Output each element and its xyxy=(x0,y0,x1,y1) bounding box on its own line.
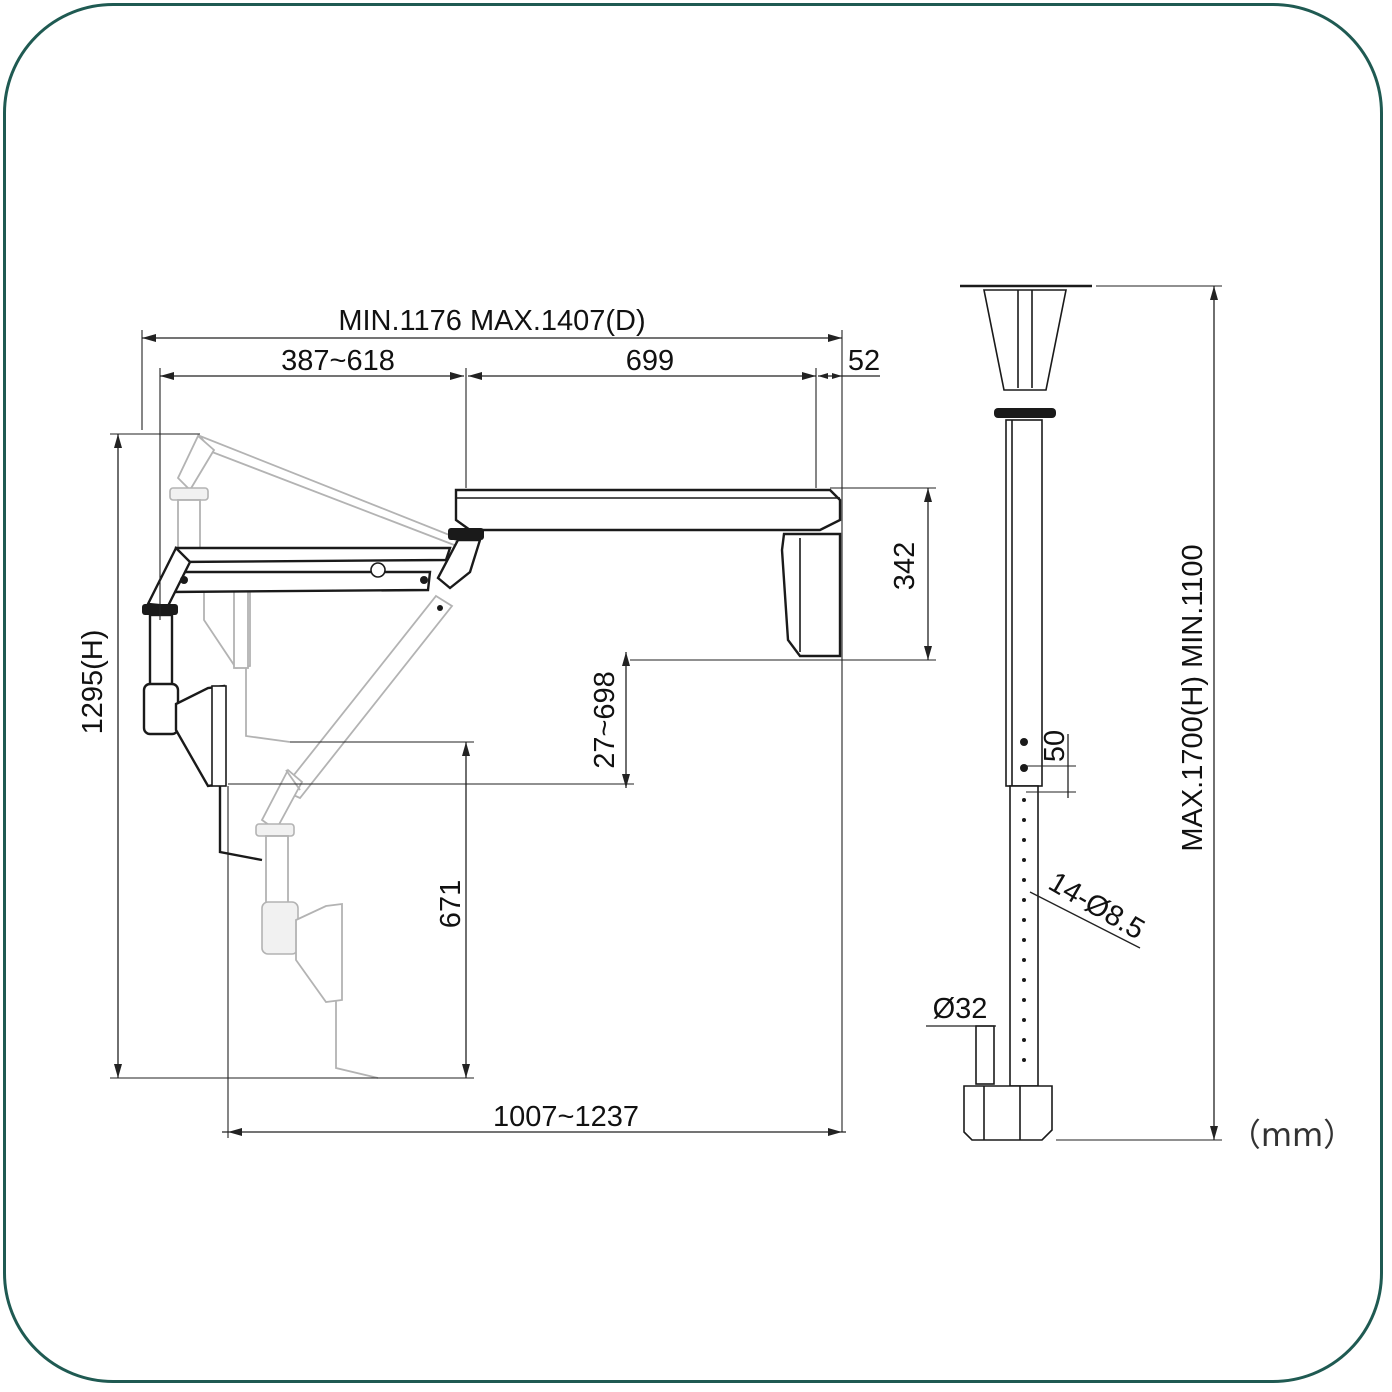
bottom-span-label: 1007~1237 xyxy=(493,1101,639,1133)
pole-hole xyxy=(1020,738,1028,746)
overall-depth-label: MIN.1176 MAX.1407(D) xyxy=(338,305,645,337)
main-arm-length-label: 699 xyxy=(626,345,674,377)
pole-side-view xyxy=(960,284,1092,1141)
tube-diameter-label: Ø32 xyxy=(933,993,988,1025)
pole-hole xyxy=(1022,918,1026,922)
overall-height-label: 1295(H) xyxy=(77,630,109,735)
pole-holes xyxy=(1020,738,1028,1062)
lower-height-label: 671 xyxy=(435,880,467,928)
pole-hole xyxy=(1022,938,1026,942)
pole-hole xyxy=(1022,958,1026,962)
pole-hole xyxy=(1022,818,1026,822)
pole-hole xyxy=(1022,998,1026,1002)
pole-hole xyxy=(1022,1038,1026,1042)
dimension-lines-left xyxy=(110,330,936,1138)
unit-label: （mm） xyxy=(1229,1116,1355,1154)
pole-height-label: MAX.1700(H) MIN.1100 xyxy=(1177,544,1209,851)
arm-reach-label: 387~618 xyxy=(281,345,395,377)
pole-hole xyxy=(1022,898,1026,902)
end-offset-label: 52 xyxy=(848,345,880,377)
pole-hole xyxy=(1022,978,1026,982)
head-height-label: 342 xyxy=(889,542,921,590)
main-arm-assembly xyxy=(142,488,842,862)
ghost-lower-position xyxy=(255,594,454,1079)
pole-hole xyxy=(1022,838,1026,842)
hole-pitch-label: 50 xyxy=(1039,730,1071,762)
pole-hole xyxy=(1022,858,1026,862)
pole-hole xyxy=(1022,798,1026,802)
pole-hole xyxy=(1022,878,1026,882)
pole-hole xyxy=(1020,764,1028,772)
rounded-frame xyxy=(3,3,1383,1383)
vertical-travel-label: 27~698 xyxy=(589,671,621,769)
dimension-lines-right xyxy=(926,285,1222,1141)
pole-hole xyxy=(1022,1058,1026,1062)
pole-hole xyxy=(1022,1018,1026,1022)
